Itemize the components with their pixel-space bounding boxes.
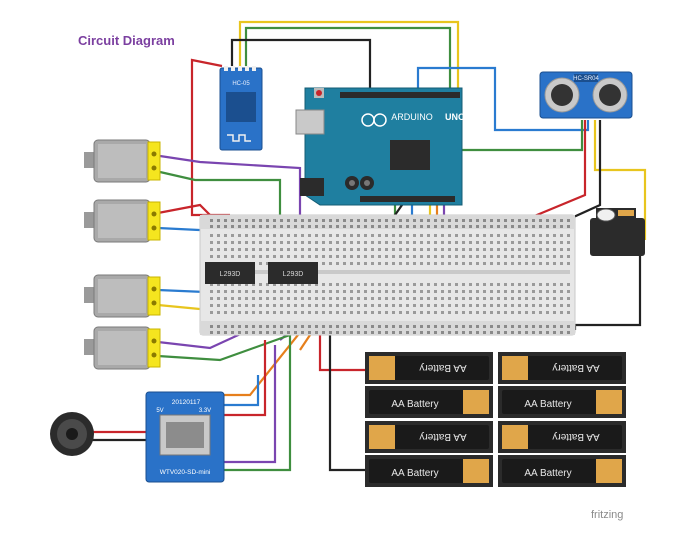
aa-battery-2: AA Battery — [498, 352, 626, 384]
wire-batt-red — [318, 330, 365, 372]
dc-motor-2 — [84, 199, 161, 243]
wire-motor1 — [159, 154, 302, 230]
dc-motor-4 — [84, 326, 161, 370]
dc-motor-1 — [84, 139, 161, 183]
battery-label: AA Battery — [391, 468, 438, 479]
battery-label: AA Battery — [391, 399, 438, 410]
power-jack — [300, 178, 324, 196]
driver-2-label: L293D — [283, 271, 304, 278]
servo-motor — [590, 208, 645, 256]
bluetooth-label: HC-05 — [232, 81, 250, 87]
sd-line1: 20120117 — [172, 399, 201, 406]
atmega-chip — [390, 140, 430, 170]
wire-sd-green — [220, 330, 292, 472]
battery-label: AA Battery — [524, 399, 571, 410]
bluetooth-module: HC-05 — [219, 66, 263, 151]
fritzing-watermark: fritzing — [591, 509, 624, 521]
wire-blue-us — [416, 66, 590, 132]
wire-red-us — [519, 120, 587, 224]
ultrasonic-sensor: HC-SR04 — [539, 71, 633, 119]
wire-yellow-us — [593, 120, 647, 240]
sd-module: 20120117 3.3V 5V WTV020-SD-mini — [145, 391, 225, 483]
aa-battery-5: AA Battery — [365, 421, 493, 453]
speaker — [50, 412, 94, 456]
driver-ic-1: L293D — [205, 262, 255, 284]
aa-battery-7: AA Battery — [365, 455, 493, 487]
wire-green-bt — [244, 26, 452, 95]
driver-1-label: L293D — [220, 271, 241, 278]
wire-black-us — [544, 120, 602, 232]
battery-label: AA Battery — [524, 468, 571, 479]
sd-pin-label: 5V — [156, 408, 163, 414]
ultrasonic-label: HC-SR04 — [573, 76, 599, 82]
aa-battery-4: AA Battery — [498, 386, 626, 418]
diagram-title: Circuit Diagram — [78, 33, 175, 48]
sd-line2: 3.3V — [199, 408, 211, 414]
aa-battery-6: AA Battery — [498, 421, 626, 453]
arduino-board: ARDUINO UNO — [295, 87, 465, 206]
battery-label: AA Battery — [552, 431, 599, 442]
usb-port — [295, 109, 325, 135]
aa-battery-3: AA Battery — [365, 386, 493, 418]
sd-line3: WTV020-SD-mini — [160, 469, 211, 476]
wire-motor4b — [157, 333, 291, 362]
battery-label: AA Battery — [419, 362, 466, 373]
motor-group — [84, 139, 161, 370]
arduino-brand: ARDUINO — [391, 112, 433, 122]
wire-sd-purple — [222, 345, 277, 464]
dc-motor-3 — [84, 274, 161, 318]
breadboard — [199, 214, 576, 336]
wire-batt-black — [328, 330, 365, 472]
wire-black-servo — [573, 245, 642, 330]
battery-pack: AA Battery AA Battery AA Battery AA Battery… — [365, 352, 626, 487]
driver-ic-2: L293D — [268, 262, 318, 284]
wire-black-bt — [230, 38, 372, 90]
breadboard-holes — [210, 219, 570, 334]
aa-battery-8: AA Battery — [498, 455, 626, 487]
battery-label: AA Battery — [552, 362, 599, 373]
battery-label: AA Battery — [419, 431, 466, 442]
arduino-label: UNO — [445, 112, 465, 122]
aa-battery-1: AA Battery — [365, 352, 493, 384]
wire-yellow-bt — [238, 20, 460, 95]
